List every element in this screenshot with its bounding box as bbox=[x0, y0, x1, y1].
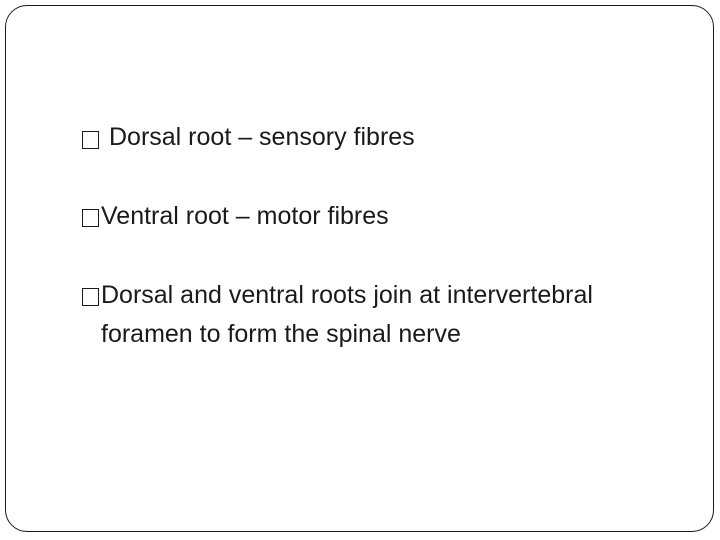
slide-border-frame bbox=[5, 5, 714, 532]
bullet-item-roots-join: Dorsal and ventral roots join at interve… bbox=[81, 276, 681, 354]
bullet-text: Dorsal and ventral roots join at interve… bbox=[101, 281, 593, 348]
square-bullet-icon bbox=[82, 209, 99, 227]
square-bullet-icon bbox=[82, 288, 99, 306]
bullet-item-ventral-root: Ventral root – motor fibres bbox=[81, 197, 681, 236]
bullet-text: Dorsal root – sensory fibres bbox=[109, 123, 415, 151]
bullet-list: Dorsal root – sensory fibres Ventral roo… bbox=[81, 118, 681, 394]
bullet-text: Ventral root – motor fibres bbox=[101, 202, 389, 230]
square-bullet-icon bbox=[82, 131, 99, 149]
bullet-item-dorsal-root: Dorsal root – sensory fibres bbox=[81, 118, 681, 157]
